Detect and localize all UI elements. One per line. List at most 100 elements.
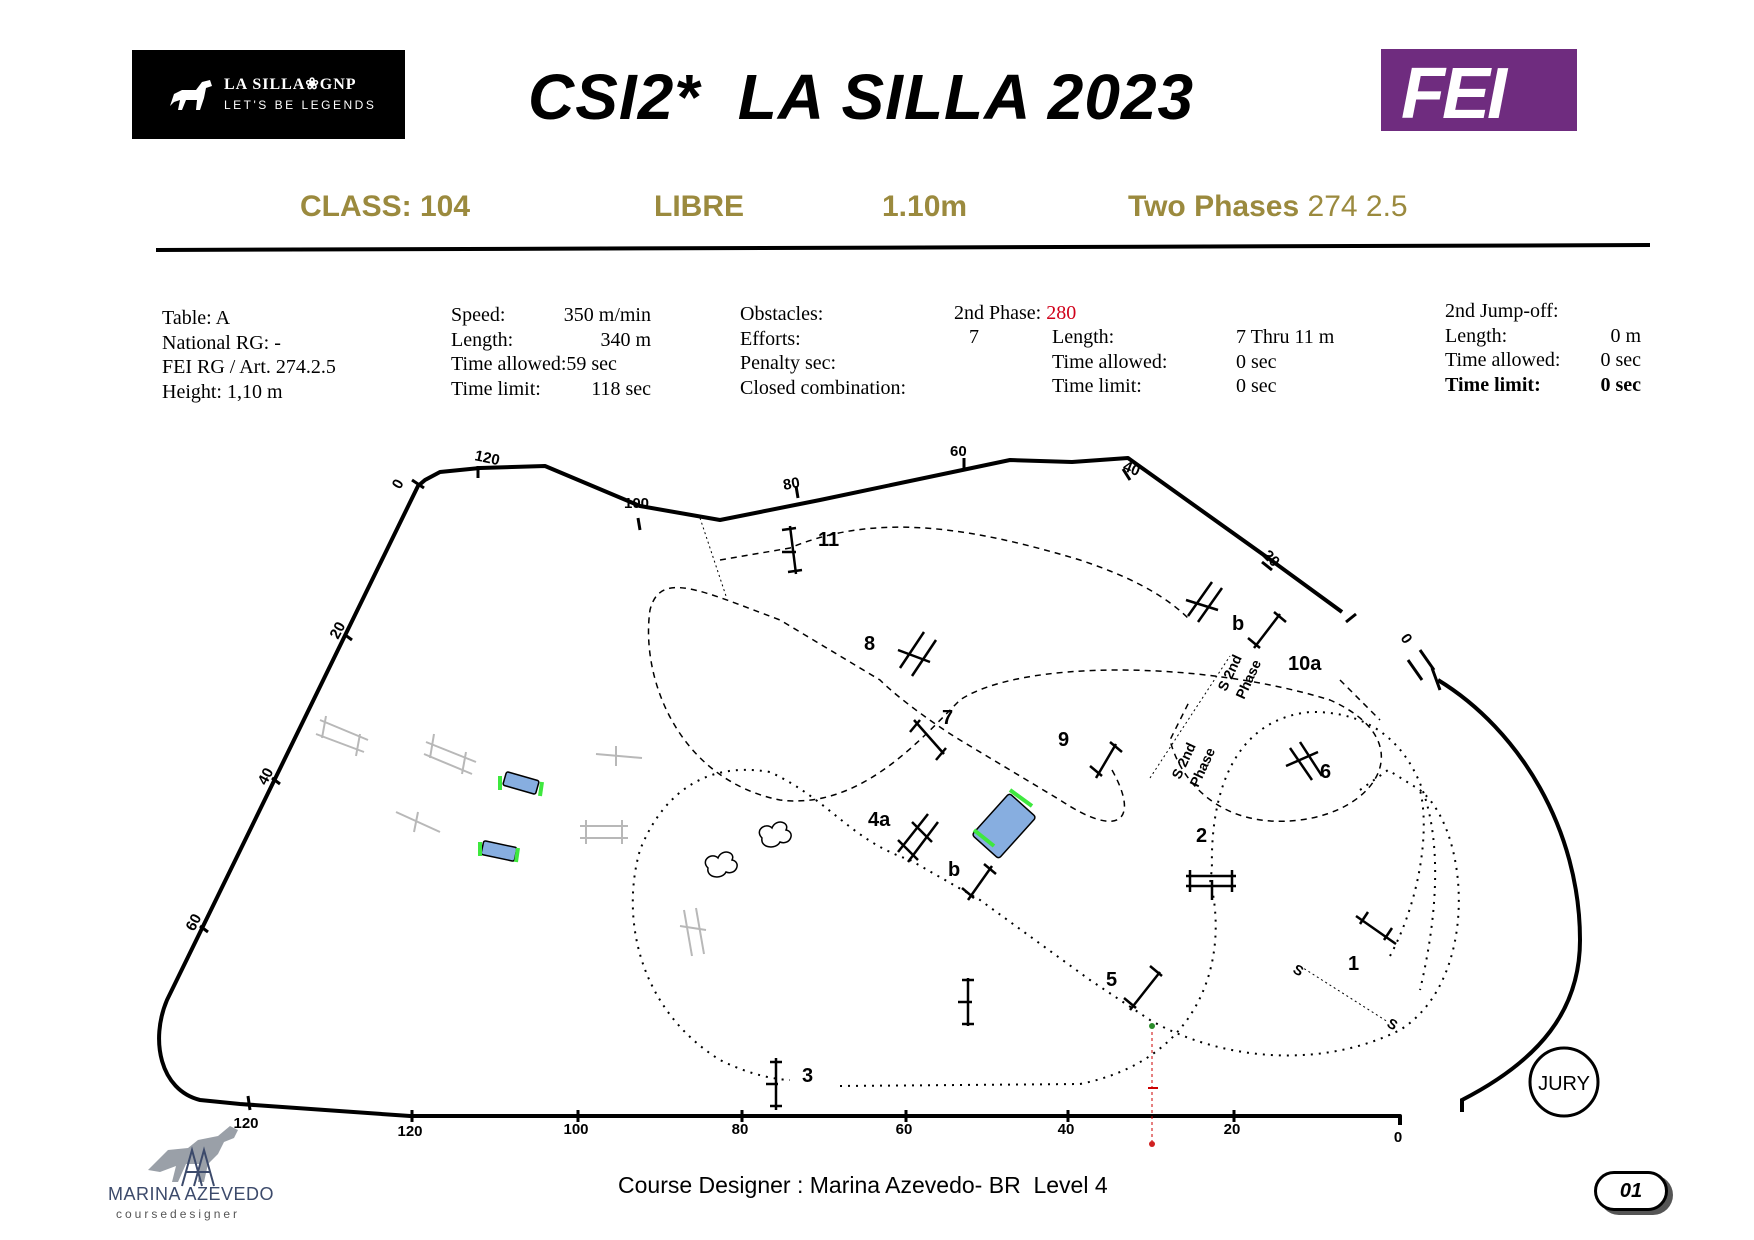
info-fei-rg: FEI RG / Art. 274.2.5: [162, 356, 336, 378]
svg-text:0: 0: [1397, 631, 1416, 648]
la-silla-brand: LA SILLA❀GNP: [224, 76, 357, 93]
svg-text:60: 60: [896, 1121, 913, 1138]
practice-fences: [315, 715, 707, 957]
label-fence-6: 6: [1320, 761, 1331, 783]
measure-labels-left: 20 40 60: [183, 619, 350, 934]
fei-logo: FEI: [1381, 49, 1577, 134]
bushes: [704, 821, 792, 878]
svg-text:100: 100: [624, 495, 649, 512]
route-first-phase: [631, 710, 1460, 1087]
jury-circle: [1528, 1046, 1600, 1118]
green-flag-marker: [1149, 1023, 1155, 1029]
label-fence-7: 7: [942, 707, 953, 729]
start-markers: S S: [1291, 961, 1401, 1034]
info-table: Table: A: [162, 307, 231, 329]
info-column-table: Table: A National RG: - FEI RG / Art. 27…: [162, 306, 336, 404]
svg-text:40: 40: [1121, 458, 1143, 480]
fence-7: [909, 719, 947, 761]
obstacle-box: [480, 840, 518, 862]
arena-boundary: [157, 456, 1402, 1125]
measure-labels-bottom: 120 120 100 80 60 40 20 0: [233, 1115, 1402, 1146]
red-flag-marker: [1149, 1141, 1155, 1147]
svg-text:80: 80: [732, 1121, 749, 1138]
svg-text:80: 80: [782, 474, 801, 494]
fence-1: [1355, 911, 1397, 946]
phase-start-line: [1149, 655, 1231, 779]
fence-11: [781, 525, 803, 575]
svg-text:40: 40: [255, 765, 278, 788]
course-designer: Course Designer : Marina Azevedo- BR Lev…: [618, 1172, 1108, 1198]
fei-logo-text: FEI: [1401, 54, 1507, 134]
label-fence-4b: b: [948, 859, 960, 881]
class-phases: Two Phases 274 2.5: [1128, 190, 1408, 224]
fence-10b: [1185, 581, 1224, 623]
info-phase-labels: Length: Time allowed: Time limit:: [1052, 326, 1168, 397]
label-fence-9: 9: [1058, 729, 1069, 751]
info-national-rg: National RG: -: [162, 331, 281, 354]
svg-text:60: 60: [183, 911, 206, 934]
second-phase-number: 280: [1046, 302, 1077, 324]
class-number: CLASS: 104: [300, 190, 471, 223]
svg-text:0: 0: [389, 476, 408, 492]
la-silla-tagline: LET'S BE LEGENDS: [224, 98, 377, 112]
label-fence-3: 3: [802, 1065, 813, 1087]
info-efforts-value: 7: [969, 326, 979, 348]
fence-labels: 1 2 3 4a b 5 6 7 8 9 10a b 11: [802, 529, 1359, 1087]
info-closed-combination: Closed combination:: [740, 376, 907, 399]
designer-logo: MARINA AZEVEDO coursedesigner: [108, 1120, 284, 1221]
horse-icon: [170, 80, 212, 110]
measure-labels-top: 0 120 100 80 60 40 20 0: [389, 443, 1416, 647]
fence-8: [897, 631, 938, 677]
bush-icon: [758, 821, 792, 848]
svg-text:20: 20: [1224, 1121, 1241, 1138]
class-height: 1.10m: [882, 190, 968, 223]
obstacle-box: [502, 771, 540, 795]
phases-label: Two Phases: [1128, 190, 1300, 223]
info-time-allowed: Time allowed:59 sec: [451, 353, 617, 375]
measure-ticks: [199, 458, 1357, 1122]
info-column-obstacles: Obstacles: Efforts: Penalty sec: Closed …: [740, 302, 906, 400]
fence-5: [1123, 965, 1163, 1011]
fence-3: [766, 1058, 782, 1110]
label-fence-10b: b: [1232, 613, 1244, 635]
route-second-phase: [647, 586, 1383, 822]
label-fence-11: 11: [818, 529, 839, 551]
svg-text:100: 100: [563, 1121, 588, 1138]
arena-right-boundary: [1436, 678, 1583, 1112]
class-type: LIBRE: [654, 190, 744, 223]
info-penalty: Penalty sec:: [740, 352, 837, 374]
entrance-gate: [1406, 649, 1442, 691]
route-second-phase-top: [719, 526, 1381, 721]
svg-text:0: 0: [1394, 1129, 1402, 1146]
start-line: [1299, 965, 1389, 1023]
bush-icon: [704, 851, 738, 878]
info-column-jumpoff: 2nd Jump-off: Length:0 m Time allowed:0 …: [1445, 299, 1641, 397]
label-fence-10a: 10a: [1288, 653, 1322, 675]
jury-label: JURY: [1538, 1073, 1590, 1095]
info-second-phase: 2nd Phase: 280: [954, 302, 1077, 324]
info-efforts: Efforts:: [740, 327, 801, 350]
designer-logo-name: MARINA AZEVEDO: [108, 1184, 275, 1204]
info-phase-values: 7 Thru 11 m 0 sec 0 sec: [1236, 326, 1335, 397]
info-speed: Speed:350 m/min: [451, 304, 651, 326]
fence-4a: [897, 813, 939, 863]
label-fence-8: 8: [864, 633, 875, 655]
page-number-badge: 01: [1594, 1171, 1668, 1211]
obstacles: [478, 771, 1036, 863]
finish-line: [699, 517, 727, 597]
label-fence-5: 5: [1106, 969, 1117, 991]
info-height: Height: 1,10 m: [162, 380, 283, 403]
fence-2: [1186, 870, 1236, 900]
svg-text:40: 40: [1058, 1121, 1075, 1138]
designer-horse-icon: [148, 1126, 238, 1187]
svg-text:60: 60: [950, 443, 967, 460]
fences: [766, 525, 1397, 1110]
svg-text:S: S: [1385, 1015, 1401, 1034]
phases-article: 274 2.5: [1307, 190, 1408, 223]
fence-unnumbered: [958, 978, 974, 1026]
jumpoff-time-allowed: Time allowed:0 sec: [1445, 349, 1641, 371]
label-fence-2: 2: [1196, 825, 1207, 847]
info-obstacles: Obstacles:: [740, 303, 824, 325]
info-length: Length:340 m: [451, 328, 651, 351]
